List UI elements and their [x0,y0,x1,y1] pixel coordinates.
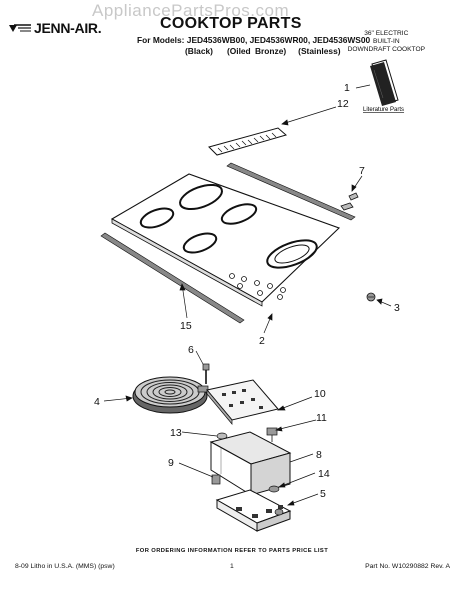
brand-mark-icon [9,24,31,32]
variant-oiled-bronze: (Oiled Bronze) [226,46,287,56]
brand-logo: JENN-AIR. [8,20,102,36]
callout-10: 10 [314,388,326,400]
callout-14: 9 [168,457,174,469]
page-number: 1 [230,563,234,570]
callout-5: 5 [320,488,326,500]
callout-2: 2 [259,335,265,347]
callout-11: 11 [316,412,327,424]
litho-info: 8-09 Litho in U.S.A. (MMS) (psw) [15,563,115,570]
callout-12: 12 [337,98,349,110]
cooktop-seal-strips [100,162,356,324]
callout-7: 7 [359,165,365,177]
control-board-icon [206,379,279,425]
callout-6: 6 [188,344,194,356]
terminal-block-icon [211,474,221,485]
downdraft-grille-icon [208,127,288,156]
grommet-icon [268,485,280,493]
mounting-clips-icon [340,192,359,211]
callout-9: 14 [318,468,330,480]
literature-booklet-icon [370,59,399,106]
models-line: For Models: JED4536WB00, JED4536WR00, JE… [137,35,371,45]
radiant-element-icon [132,376,209,414]
mounting-bracket-icon [215,489,292,532]
ordering-notice: FOR ORDERING INFORMATION REFER TO PARTS … [135,548,329,554]
product-type: 36" ELECTRIC BUILT-IN DOWNDRAFT COOKTOP [348,30,425,54]
part-number: Part No. W10290882 Rev. A [365,563,450,570]
callout-1: 1 [344,82,350,94]
variant-stainless: (Stainless) [298,46,341,56]
wire-connector-icon [266,427,278,442]
callout-4: 4 [94,396,100,408]
product-type-line: DOWNDRAFT COOKTOP [347,46,425,53]
screw-icon [202,363,210,384]
callout-15: 15 [180,320,192,332]
control-box-icon [209,431,292,496]
callout-13: 13 [170,427,182,439]
page-title: COOKTOP PARTS [160,15,302,32]
screw-icon [366,292,376,302]
brand-name: JENN-AIR. [34,20,102,36]
literature-label: Literature Parts [363,107,404,113]
product-type-line: BUILT-IN [372,38,400,45]
model-variants: (Black) (Oiled Bronze) (Stainless) [185,46,341,56]
variant-black: (Black) [185,46,213,56]
callout-3: 3 [394,302,400,314]
cooktop-glass-icon [110,173,341,307]
watermark: AppliancePartsPros.com [92,1,290,20]
callout-8: 8 [316,449,322,461]
product-type-line: 36" ELECTRIC [364,30,409,37]
callout-leader-lines [103,84,392,506]
